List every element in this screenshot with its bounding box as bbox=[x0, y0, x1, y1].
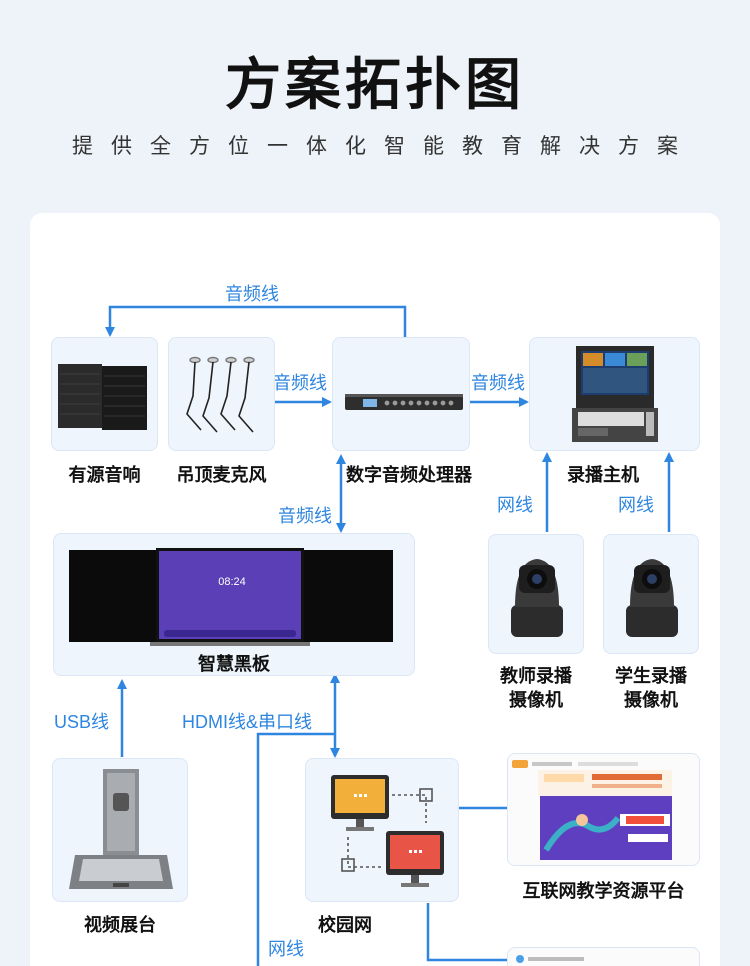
booth-label: 视频展台 bbox=[84, 915, 156, 935]
audio-processor-icon bbox=[345, 394, 463, 410]
processor-label: 数字音频处理器 bbox=[346, 465, 472, 485]
ptz-camera-icon bbox=[511, 559, 563, 637]
teacher-cam-label: 教师录播 摄像机 bbox=[500, 666, 572, 710]
recorder-host-icon bbox=[572, 346, 658, 442]
web-platform-icon bbox=[508, 754, 699, 865]
student-cam-label: 学生录播 摄像机 bbox=[615, 666, 687, 710]
campus-net-label: 校园网 bbox=[318, 915, 372, 935]
label-net-student: 网线 bbox=[618, 495, 654, 515]
blackboard-box: 08:24 bbox=[53, 533, 415, 676]
speaker-box bbox=[51, 337, 158, 451]
ptz-camera-icon bbox=[626, 559, 678, 637]
web-page-icon bbox=[516, 955, 584, 963]
mic-box bbox=[168, 337, 275, 451]
label-audio-mic: 音频线 bbox=[273, 373, 327, 393]
label-audio-top: 音频线 bbox=[225, 284, 279, 304]
processor-box bbox=[332, 337, 470, 451]
mic-label: 吊顶麦克风 bbox=[176, 465, 267, 485]
smart-blackboard-icon bbox=[69, 548, 393, 646]
recorder-label: 录播主机 bbox=[567, 465, 639, 485]
screen-time: 08:24 bbox=[218, 576, 246, 588]
line-hdmi-branch bbox=[256, 732, 335, 966]
label-usb: USB线 bbox=[54, 712, 110, 732]
speaker-label: 有源音响 bbox=[68, 465, 141, 485]
line-audio-top bbox=[105, 305, 407, 337]
label-net-teacher: 网线 bbox=[497, 495, 533, 515]
document-camera-icon bbox=[69, 769, 173, 889]
ceiling-mic-icon bbox=[186, 356, 255, 433]
line-campus-down bbox=[426, 903, 507, 962]
teacher-cam-box bbox=[488, 534, 584, 654]
label-hdmi: HDMI线&串口线 bbox=[182, 712, 312, 732]
internet-label: 互联网教学资源平台 bbox=[522, 881, 685, 901]
page-subtitle: 提供全方位一体化智能教育解决方案 bbox=[72, 135, 696, 158]
student-cam-box bbox=[603, 534, 699, 654]
recorder-box bbox=[529, 337, 700, 451]
network-computers-icon bbox=[331, 775, 444, 887]
label-audio-rec: 音频线 bbox=[471, 373, 525, 393]
label-net-bottom: 网线 bbox=[268, 939, 304, 959]
speaker-icon bbox=[58, 364, 147, 430]
page-title: 方案拓扑图 bbox=[225, 53, 525, 116]
campus-net-box bbox=[305, 758, 459, 902]
booth-box bbox=[52, 758, 188, 902]
blackboard-label: 智慧黑板 bbox=[198, 654, 270, 674]
label-audio-board: 音频线 bbox=[278, 506, 332, 526]
internet-box bbox=[507, 753, 700, 866]
bottom-partial-box bbox=[507, 947, 700, 966]
